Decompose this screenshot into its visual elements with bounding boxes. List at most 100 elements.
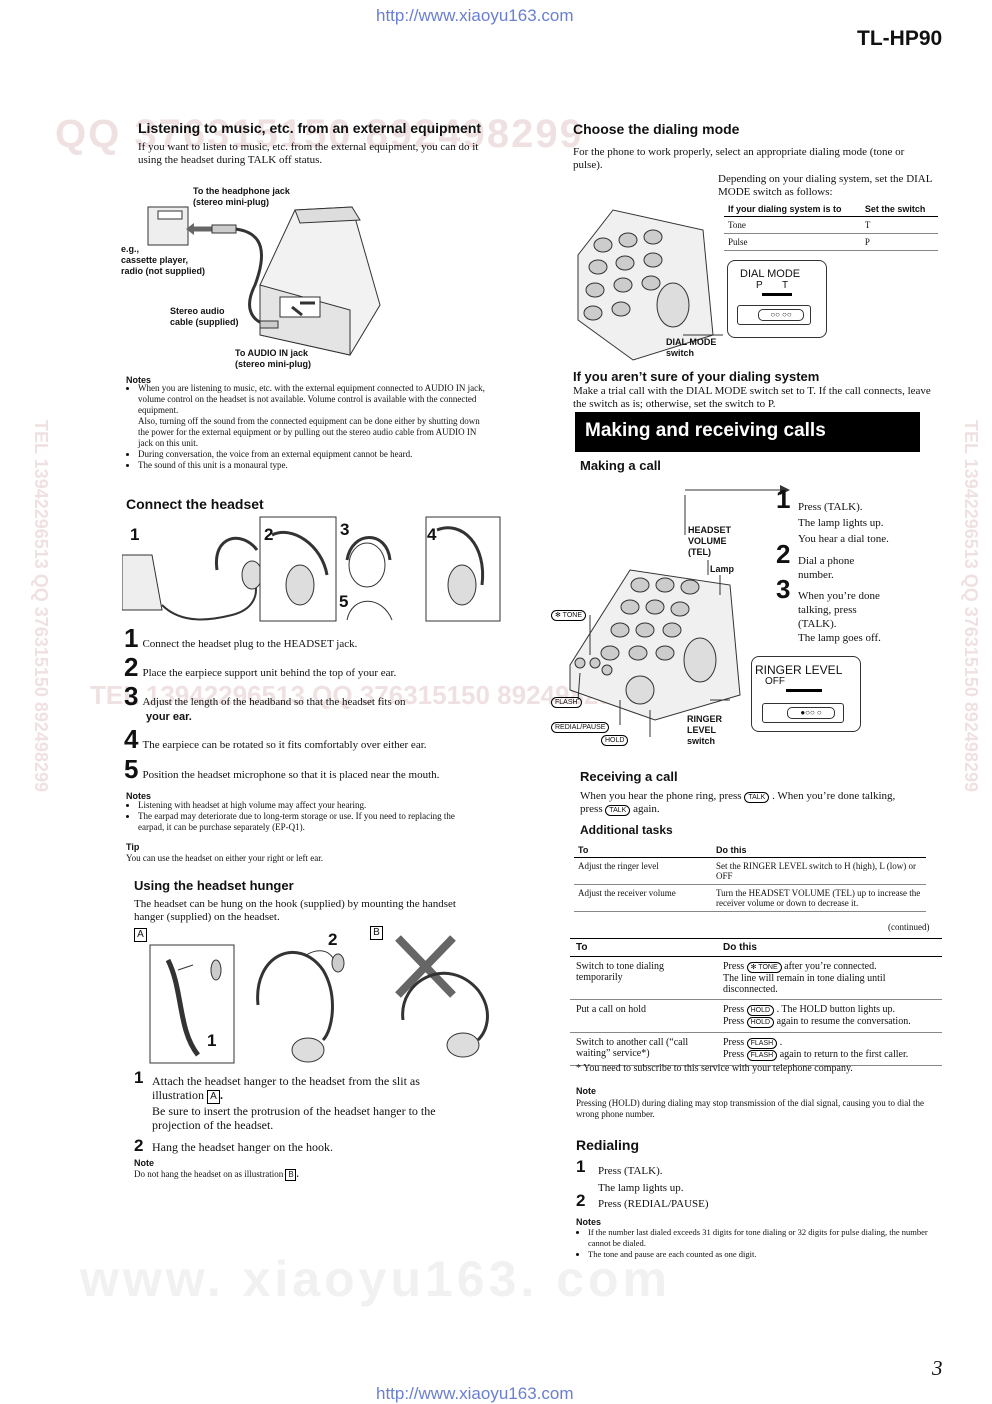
external-equipment-illustration (147, 206, 381, 356)
phone-making-call-illustration (569, 485, 790, 737)
table-cell: Adjust the receiver volume (574, 884, 712, 912)
talk-button-label-2: TALK (605, 805, 631, 816)
dialing-table: If your dialing system is to Set the swi… (724, 202, 938, 251)
watermark-tel-vertical-left: TEL 13942296513 QQ 376315150 892498299 (31, 420, 51, 792)
calls-note-title: Note (576, 1086, 596, 1096)
making-step-line: The lamp lights up. (798, 517, 884, 529)
flash-button-label: FLASH (551, 697, 582, 708)
press-text: Press (723, 1049, 745, 1060)
ringer-level-bracket (786, 689, 822, 698)
dialing-table-head-2: Set the switch (860, 202, 938, 217)
model-title: TL-HP90 (857, 27, 943, 50)
connect-step-text: The earpiece can be rotated so it fits c… (142, 739, 427, 751)
connect-step-2: 2 Place the earpiece support unit behind… (124, 654, 484, 681)
redial-notes-list: If the number last dialed exceeds 31 dig… (574, 1227, 938, 1260)
connect-step-text: Place the earpiece support unit behind t… (142, 667, 397, 679)
hunger-fig-b: B (370, 926, 383, 940)
table-row: Switch to tone dialing temporarily Press… (570, 956, 942, 1000)
making-step-3-num: 3 (776, 574, 791, 604)
external-note-1: When you are listening to music, etc. wi… (138, 383, 488, 449)
tasks-head-do: Do this (712, 843, 926, 858)
connect-step-1: 1 Connect the headset plug to the HEADSE… (124, 625, 484, 652)
top-url-link[interactable]: http://www.xiaoyu163.com (376, 6, 574, 25)
phone-dialmode-illustration (577, 209, 723, 361)
hunger-fig-a: A (134, 928, 147, 942)
dialing-title: Choose the dialing mode (573, 121, 740, 137)
hunger-fig-1: 1 (207, 1031, 217, 1050)
making-step-1-num: 1 (776, 484, 791, 514)
table-cell: Press ✻ TONE after you’re connected. The… (717, 956, 942, 1000)
ringer-level-off: OFF (765, 676, 785, 687)
redial-notes-title: Notes (576, 1217, 602, 1227)
ringer-level-panel: RINGER LEVEL OFF ●○○ ○ (751, 656, 861, 732)
dialing-table-head-1: If your dialing system is to (724, 202, 861, 217)
making-step-line: You hear a dial tone. (798, 533, 889, 545)
ringer-level-title: RINGER LEVEL (755, 663, 843, 677)
watermark-qq: QQ 376315150 892498299 (55, 112, 584, 156)
table-cell: Pulse (724, 233, 861, 251)
receiving-title: Receiving a call (580, 769, 678, 784)
table-cell: Turn the HEADSET VOLUME (TEL) up to incr… (712, 884, 926, 912)
table-row: Pulse P (724, 233, 938, 251)
redial-note-1: If the number last dialed exceeds 31 dig… (588, 1227, 938, 1249)
redial-step-1-num: 1 (576, 1157, 586, 1176)
table-cell: Press HOLD . The HOLD button lights up. … (717, 999, 942, 1033)
making-step-3: When you’re done talking, press (TALK). … (798, 589, 881, 645)
table-row: Adjust the ringer level Set the RINGER L… (574, 857, 926, 885)
watermark-tel-vertical: TEL 13942296513 QQ 376315150 892498299 (961, 420, 981, 792)
redial-button-label: REDIAL/PAUSE (551, 722, 610, 733)
redial-step-1-text: Press (TALK). (598, 1165, 663, 1177)
label-stereo-cable: Stereo audio cable (supplied) (170, 306, 239, 327)
dial-mode-switch-title: DIAL MODE (740, 268, 801, 280)
making-call-title: Making a call (580, 458, 661, 473)
dial-mode-switch-p: P (756, 280, 763, 291)
dial-mode-switch-t: T (782, 280, 789, 291)
ringer-level-slider[interactable]: ●○○ ○ (762, 703, 844, 723)
connect-fig-2: 2 (264, 525, 274, 544)
hunger-step-1-num: 1 (134, 1068, 144, 1087)
connect-step-text: Position the headset microphone so that … (142, 769, 440, 781)
redial-step-1: Press (TALK). The lamp lights up. (598, 1163, 684, 1197)
connect-note-1: Listening with headset at high volume ma… (138, 800, 478, 811)
hunger-step-1: Attach the headset hanger to the headset… (152, 1074, 436, 1132)
dial-mode-slider[interactable]: ○○ ○○ (737, 305, 811, 325)
bottom-url-link[interactable]: http://www.xiaoyu163.com (376, 1384, 574, 1403)
making-step-2-num: 2 (776, 539, 791, 569)
connect-step-text: Adjust the length of the headband so tha… (142, 696, 406, 708)
connect-step-number: 3 (124, 681, 139, 711)
table-cell: T (860, 216, 938, 234)
talk-button-label: TALK (744, 792, 770, 803)
receiving-text-a: When you hear the phone ring, press (580, 790, 742, 802)
press-text: Press (723, 1037, 745, 1048)
redial-step-1-text-b: The lamp lights up. (598, 1182, 684, 1194)
unsure-title: If you aren’t sure of your dialing syste… (573, 369, 820, 384)
connect-step-number: 2 (124, 652, 139, 682)
connect-fig-1: 1 (130, 525, 140, 544)
connect-tip: You can use the headset on either your r… (126, 853, 324, 863)
receiving-text-c: press (580, 803, 603, 815)
receiving-text-b: . When you’re done talking, (772, 790, 896, 802)
table-cell: Adjust the ringer level (574, 857, 712, 885)
table-cell: Switch to tone dialing temporarily (570, 956, 717, 1000)
external-notes-list: When you are listening to music, etc. wi… (124, 383, 488, 471)
table-row: Tone T (724, 216, 938, 234)
hunger-step-1-illus: illustration (152, 1088, 204, 1102)
additional-tasks-title: Additional tasks (580, 823, 673, 837)
flash-button-pill-2: FLASH (746, 1050, 778, 1061)
external-notes-title: Notes (126, 375, 152, 385)
connect-title: Connect the headset (126, 496, 264, 512)
dial-mode-switch-panel: DIAL MODE P T ○○ ○○ (727, 260, 827, 338)
connect-step-text: Connect the headset plug to the HEADSET … (142, 638, 358, 650)
dial-mode-switch-bracket (762, 293, 792, 302)
dialing-depending: Depending on your dialing system, set th… (718, 173, 933, 198)
tasks-text: . The HOLD button lights up. (776, 1004, 896, 1015)
hunger-step-1-detail: Be sure to insert the protrusion of the … (152, 1104, 436, 1132)
making-step-1: Press (TALK). The lamp lights up. You he… (798, 499, 889, 547)
dial-mode-slider-knob: ○○ ○○ (758, 309, 804, 321)
page-number: 3 (932, 1356, 943, 1380)
hunger-illustration (149, 935, 489, 1064)
flash-button-pill: FLASH (746, 1038, 778, 1049)
tasks-text: again to resume the conversation. (776, 1016, 911, 1027)
table-cell: P (860, 233, 938, 251)
external-note-2: During conversation, the voice from an e… (138, 449, 488, 460)
